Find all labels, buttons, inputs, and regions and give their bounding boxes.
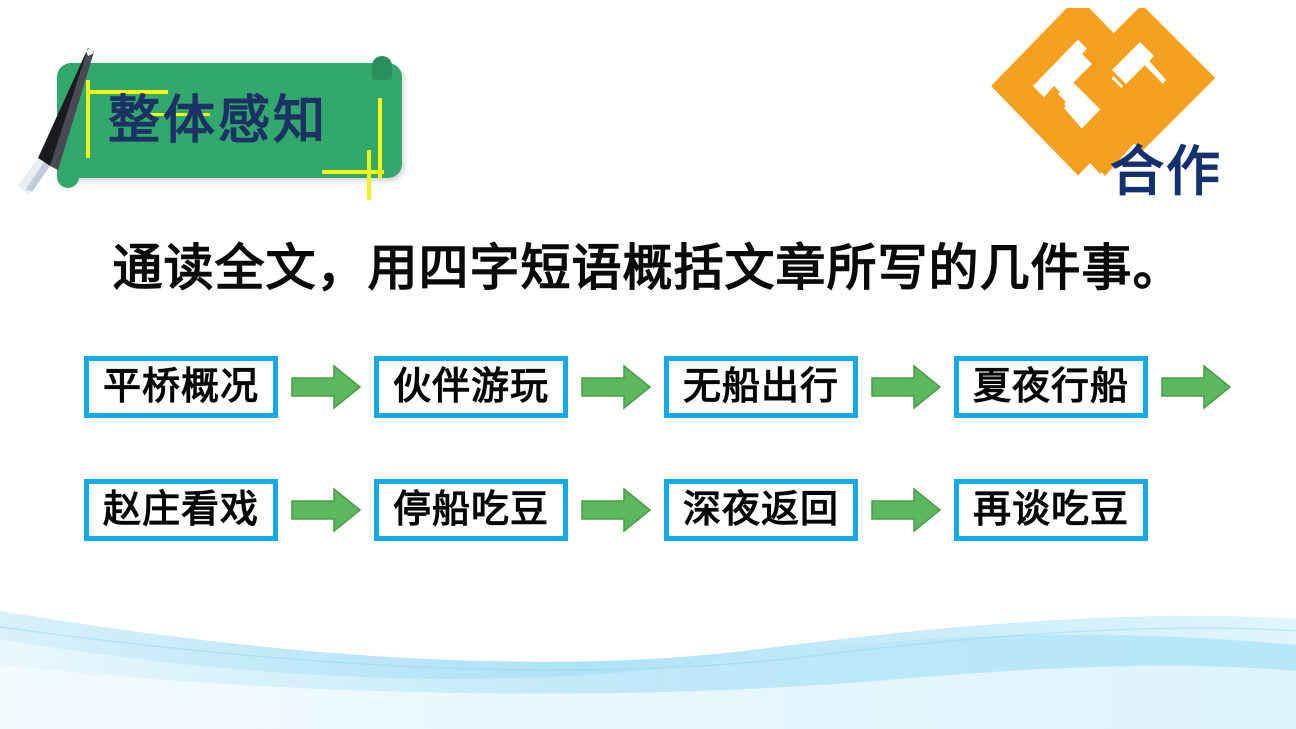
right-arrow-icon — [871, 487, 942, 533]
banner-accent-left-horizontal-short — [148, 113, 210, 116]
flow-row-2: 赵庄看戏 停船吃豆 深夜返回 再谈吃豆 — [84, 479, 1149, 541]
banner-accent-left-vertical — [86, 80, 90, 158]
flow-row-1: 平桥概况 伙伴游玩 无船出行 夏夜行船 — [84, 356, 1244, 418]
interlocking-diamonds-logo-icon — [991, 0, 1216, 176]
right-arrow-icon — [291, 364, 362, 410]
calligraphy-pen-icon — [18, 48, 94, 194]
right-arrow-icon — [581, 364, 652, 410]
logo-label: 合作 — [1110, 142, 1222, 202]
flow-node[interactable]: 伙伴游玩 — [374, 356, 569, 418]
flow-node-label: 平桥概况 — [103, 366, 260, 408]
cooperation-logo: 合作 — [960, 0, 1290, 203]
right-arrow-icon — [581, 487, 652, 533]
banner-ribbon-foot — [57, 158, 79, 188]
flow-node[interactable]: 赵庄看戏 — [84, 479, 279, 541]
right-arrow-icon-trailing — [1161, 364, 1232, 410]
banner-accent-right-horizontal — [322, 170, 384, 174]
page-title: 通读全文，用四字短语概括文章所写的几件事。 — [112, 240, 1184, 296]
flow-node-label: 无船出行 — [683, 366, 840, 408]
flow-node-label: 赵庄看戏 — [103, 489, 260, 531]
blue-wave-ribbon-decoration — [0, 611, 1296, 729]
flow-node[interactable]: 深夜返回 — [664, 479, 859, 541]
flow-node[interactable]: 再谈吃豆 — [954, 479, 1149, 541]
flow-node[interactable]: 无船出行 — [664, 356, 859, 418]
section-banner: 整体感知 — [0, 18, 420, 200]
flow-node-label: 再谈吃豆 — [973, 489, 1130, 531]
right-arrow-icon — [291, 487, 362, 533]
right-arrow-icon — [871, 364, 942, 410]
flow-node-label: 伙伴游玩 — [393, 366, 550, 408]
banner-corner-tab — [372, 56, 392, 80]
flow-node-label: 深夜返回 — [683, 489, 840, 531]
banner-accent-left-horizontal — [88, 90, 168, 94]
banner-accent-right-vertical — [378, 98, 382, 178]
flow-node[interactable]: 停船吃豆 — [374, 479, 569, 541]
section-banner-title: 整体感知 — [108, 92, 329, 150]
banner-accent-right-vertical-short — [367, 150, 371, 200]
flow-node-label: 停船吃豆 — [393, 489, 550, 531]
flow-node-label: 夏夜行船 — [973, 366, 1130, 408]
flow-node[interactable]: 夏夜行船 — [954, 356, 1149, 418]
banner-green-plate — [57, 63, 402, 178]
flow-node[interactable]: 平桥概况 — [84, 356, 279, 418]
